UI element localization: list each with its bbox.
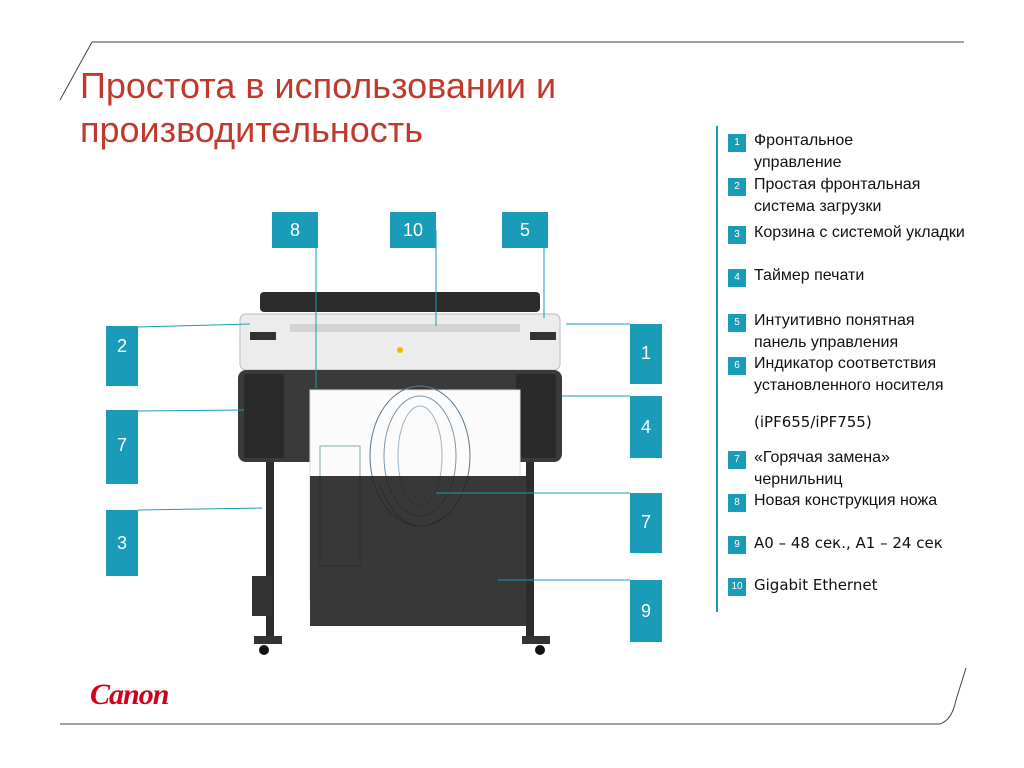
feature-number-badge: 8 <box>728 494 746 512</box>
feature-line: панель управления <box>754 334 899 351</box>
feature-number-badge: 7 <box>728 451 746 469</box>
feature-line: Корзина с системой укладки <box>754 224 965 241</box>
callout-4: 4 <box>630 396 662 458</box>
slide-title: Простота в использовании и производитель… <box>80 64 700 152</box>
callout-10: 10 <box>390 212 436 248</box>
feature-number-badge: 1 <box>728 134 746 152</box>
feature-text: Таймер печати <box>754 265 1024 287</box>
callout-1: 1 <box>630 324 662 384</box>
feature-number-badge: 2 <box>728 178 746 196</box>
callout-2: 2 <box>106 326 138 386</box>
feature-number-badge: 3 <box>728 226 746 244</box>
feature-line: Gigabit Ethernet <box>754 576 878 594</box>
callout-7-left: 7 <box>106 410 138 484</box>
callout-7-right: 7 <box>630 493 662 553</box>
feature-line: система загрузки <box>754 198 882 215</box>
feature-line: «Горячая замена» <box>754 449 890 466</box>
feature-text: Индикатор соответствия установленного но… <box>754 353 1024 433</box>
feature-number-badge: 10 <box>728 578 746 596</box>
feature-line: Индикатор соответствия <box>754 355 937 372</box>
feature-line: Интуитивно понятная <box>754 312 915 329</box>
feature-line: А0 – 48 сек., А1 – 24 сек <box>754 534 943 552</box>
feature-line: чернильниц <box>754 471 843 488</box>
callout-9: 9 <box>630 580 662 642</box>
canon-logo: Canon <box>90 678 169 711</box>
feature-line: Простая фронтальная <box>754 176 921 193</box>
feature-line: Таймер печати <box>754 267 865 284</box>
feature-text: Корзина с системой укладки <box>754 222 1024 244</box>
callout-label: 7 <box>640 512 651 532</box>
feature-text: Фронтальное управление <box>754 130 1024 174</box>
callout-label: 10 <box>402 220 424 240</box>
feature-number-badge: 4 <box>728 269 746 287</box>
callout-label: 9 <box>640 601 651 621</box>
callout-label: 3 <box>116 533 127 553</box>
feature-text: Интуитивно понятная панель управления <box>754 310 1024 354</box>
callout-3: 3 <box>106 510 138 576</box>
callout-5: 5 <box>502 212 548 248</box>
callout-label: 2 <box>116 336 127 356</box>
title-line-1: Простота в использовании и <box>80 65 557 106</box>
feature-line: управление <box>754 154 842 171</box>
feature-list-divider <box>716 126 718 612</box>
feature-line: Фронтальное <box>754 132 854 149</box>
feature-line: установленного носителя <box>754 377 944 394</box>
callout-label: 4 <box>640 417 651 437</box>
printer-image <box>238 292 562 655</box>
feature-text: А0 – 48 сек., А1 – 24 сек <box>754 532 1024 554</box>
feature-number-badge: 5 <box>728 314 746 332</box>
feature-number-badge: 9 <box>728 536 746 554</box>
callout-label: 5 <box>519 220 530 240</box>
callout-8: 8 <box>272 212 318 248</box>
title-line-2: производительность <box>80 109 424 150</box>
callout-label: 1 <box>640 343 651 363</box>
feature-text: Простая фронтальная система загрузки <box>754 174 1024 218</box>
feature-text: Gigabit Ethernet <box>754 574 1024 596</box>
feature-text: «Горячая замена» чернильниц <box>754 447 1024 491</box>
feature-line: (iPF655/iPF755) <box>754 413 872 431</box>
feature-text: Новая конструкция ножа <box>754 490 1024 512</box>
feature-number-badge: 6 <box>728 357 746 375</box>
feature-line: Новая конструкция ножа <box>754 492 938 509</box>
callout-label: 7 <box>116 435 127 455</box>
callout-label: 8 <box>289 220 300 240</box>
